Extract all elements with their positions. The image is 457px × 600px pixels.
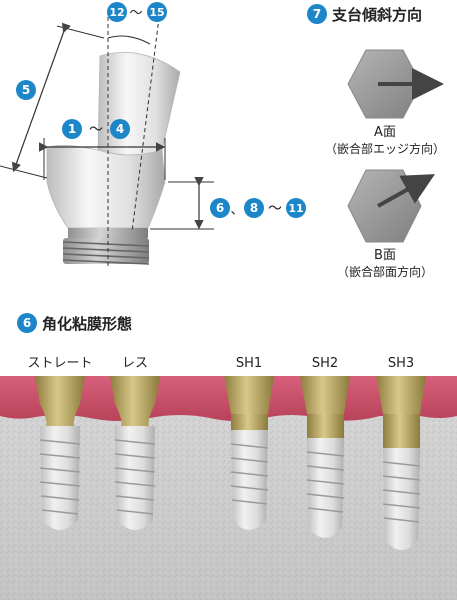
badge-width-end: 4: [116, 122, 124, 136]
range-separator: 〜: [268, 201, 282, 217]
abutment-thread: [62, 238, 150, 265]
badge-top-start: 12: [109, 6, 124, 19]
type-label-sh3: SH3: [388, 356, 414, 371]
type-label-less: レス: [122, 356, 148, 371]
badge-height-end: 11: [288, 202, 303, 215]
badge-height-start: 8: [250, 201, 258, 215]
dimension-height: [150, 176, 214, 230]
badge-top-end: 15: [149, 6, 164, 19]
implant-sh1: [224, 376, 274, 530]
mucosa-section-header: 6 角化粘膜形態: [17, 313, 132, 333]
hexagon-b-icon: [347, 169, 435, 243]
type-label-sh1: SH1: [236, 356, 262, 371]
badge-range-width: 1 〜 4: [62, 119, 130, 139]
type-label-sh2: SH2: [312, 356, 338, 371]
hexagon-a-icon: [347, 49, 444, 119]
tilt-title: 支台傾斜方向: [331, 6, 422, 24]
mucosa-badge: 6: [23, 316, 31, 330]
type-label-straight: ストレート: [27, 356, 92, 371]
badge-range-height: 6 、 8 〜 11: [210, 198, 306, 218]
tilt-direction-section: 7 支台傾斜方向 A面 （嵌合部エッジ方向） B面 （嵌合部面方向）: [307, 4, 445, 279]
mucosa-type-labels: ストレート レス SH1 SH2 SH3: [27, 356, 414, 371]
badge-height-first: 6: [216, 201, 224, 215]
tilt-b-desc: （嵌合部面方向）: [337, 264, 433, 279]
range-comma: 、: [230, 203, 243, 218]
badge-side-label: 5: [22, 83, 30, 97]
mucosa-title: 角化粘膜形態: [42, 315, 132, 333]
abutment-illustration: [46, 9, 181, 266]
dimension-width: [38, 138, 166, 180]
implant-less: [110, 376, 160, 530]
badge-width-start: 1: [68, 122, 76, 136]
tilt-badge: 7: [313, 7, 321, 21]
implant-sh3: [376, 376, 426, 550]
tilt-b-label: B面: [374, 248, 396, 263]
implant-straight: [35, 376, 85, 530]
range-separator: 〜: [129, 6, 142, 21]
tilt-a-label: A面: [374, 125, 396, 140]
badge-side-length: 5: [16, 80, 36, 100]
badge-range-top: 12 〜 15: [107, 2, 167, 22]
dimension-side-length: [0, 22, 105, 179]
range-separator: 〜: [89, 122, 103, 138]
tilt-a-desc: （嵌合部エッジ方向）: [325, 141, 445, 156]
implant-sh2: [300, 376, 350, 538]
